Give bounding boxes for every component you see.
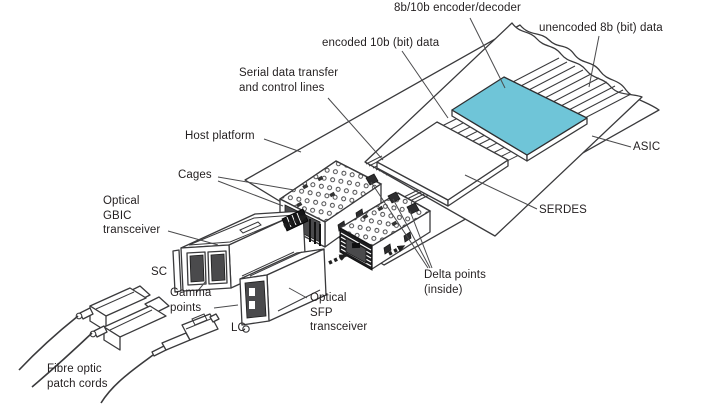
- sfp-insert-arrow: [328, 253, 348, 265]
- gbic-transceiver: [172, 208, 309, 293]
- sfp-transceiver: [239, 248, 327, 333]
- sfp-bail: [242, 325, 250, 333]
- label-asic: ASIC: [633, 141, 661, 153]
- label-host-platform: Host platform: [185, 130, 255, 142]
- leader-lines: [167, 17, 632, 309]
- encoder-decoder-chip: [451, 76, 588, 162]
- label-fibre-patch-cords: Fibre optic patch cords: [47, 363, 108, 390]
- fibre-patch-cords: [18, 315, 154, 404]
- label-sfp-transceiver: Optical SFP transceiver: [310, 292, 368, 334]
- label-gamma-points: Gamma points: [170, 287, 212, 314]
- cage-insert-arrow: [388, 244, 406, 256]
- label-serial-data-transfer: Serial data transfer and control lines: [239, 67, 339, 94]
- label-serdes: SERDES: [539, 204, 587, 216]
- serdes-chip: [376, 121, 509, 207]
- label-lc: LC: [231, 322, 246, 334]
- lc-connector: [151, 313, 220, 357]
- encoder-chip-top: [451, 76, 588, 156]
- bus-unencoded-8b: [508, 57, 632, 121]
- label-delta-points: Delta points (inside): [424, 269, 486, 296]
- label-sc: SC: [151, 266, 168, 278]
- label-unencoded-8b-data: unencoded 8b (bit) data: [539, 22, 663, 34]
- sc-duplex-connector: [75, 285, 170, 351]
- insertion-arrows: [283, 214, 406, 265]
- label-gbic-transceiver: Optical GBIC transceiver: [103, 195, 161, 237]
- gbic-insert-arrow: [283, 214, 308, 228]
- label-encoded-10b-data: encoded 10b (bit) data: [322, 37, 440, 49]
- cage-rear-gbic: [278, 160, 383, 248]
- label-encoder-decoder: 8b/10b encoder/decoder: [394, 2, 521, 14]
- label-cages: Cages: [178, 169, 212, 181]
